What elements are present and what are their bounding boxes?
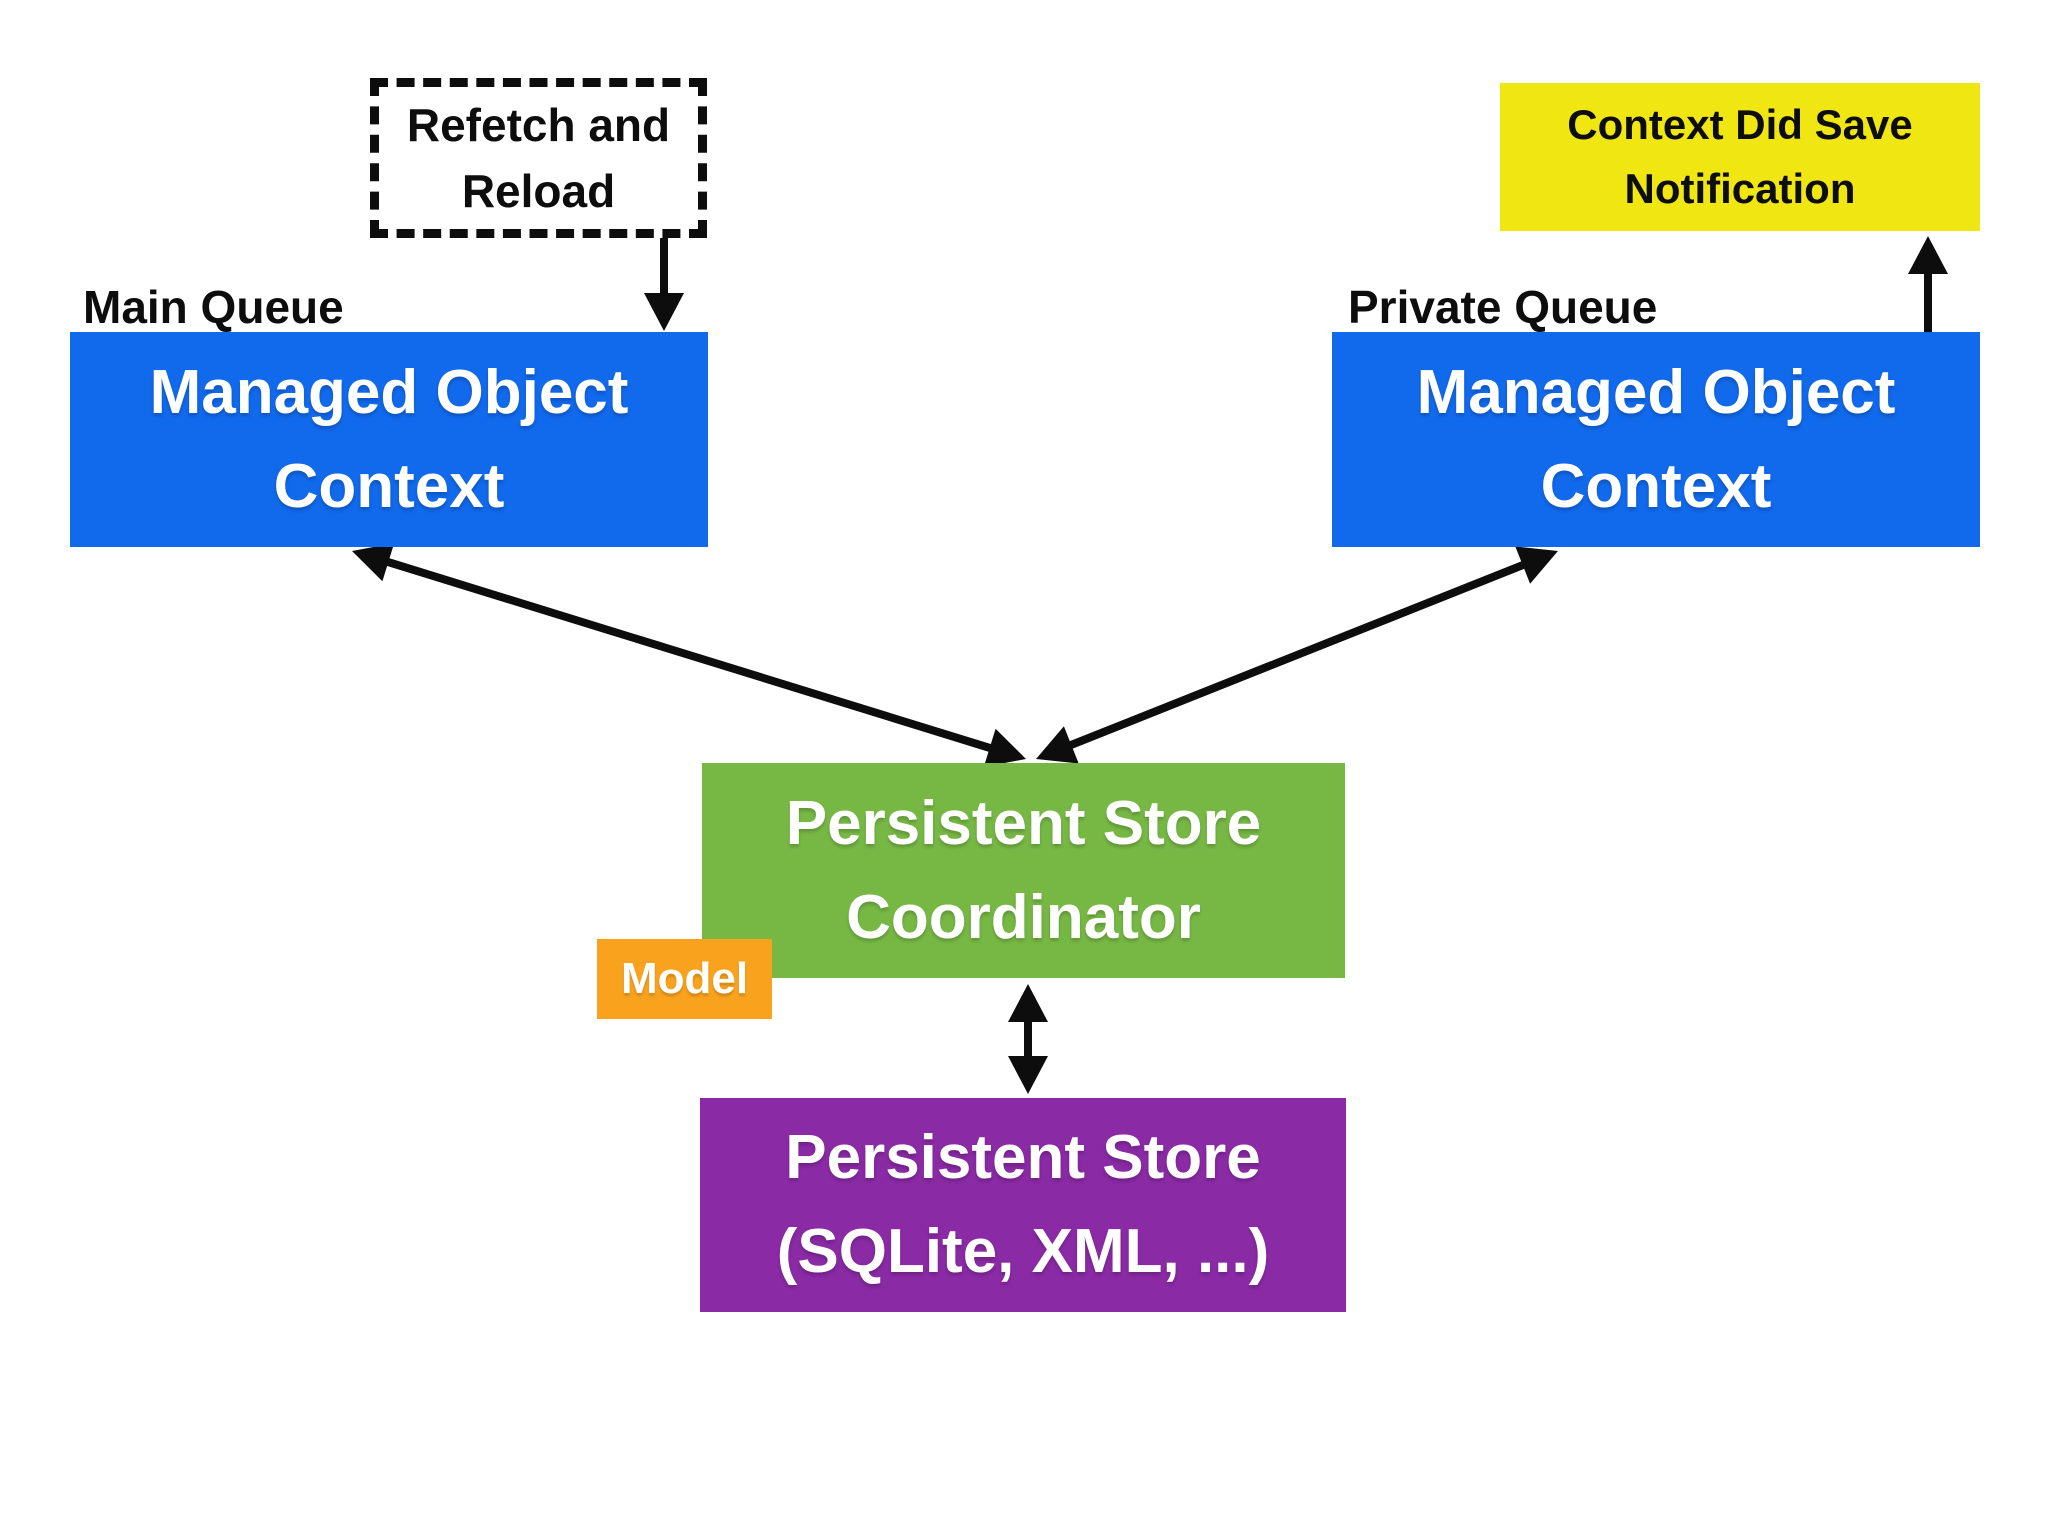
main-queue-label: Main Queue (83, 281, 344, 333)
refetch-reload-line1: Refetch and (406, 99, 671, 151)
moc-private-line2: Context (1540, 451, 1772, 521)
moc-main-line1: Managed Object (149, 357, 629, 427)
model-label: Model (620, 954, 749, 1003)
context-did-save-line2: Notification (1624, 165, 1856, 212)
managed-object-context-main-box: Managed Object Context (70, 332, 708, 547)
persistent-store-box: Persistent Store (SQLite, XML, ...) (700, 1098, 1346, 1312)
persistent-store-coordinator-box: Persistent Store Coordinator (702, 763, 1345, 978)
persistent-store-line1: Persistent Store (785, 1123, 1261, 1192)
private-queue-label: Private Queue (1348, 281, 1658, 333)
context-did-save-notification-box: Context Did Save Notification (1500, 83, 1980, 231)
psc-line1: Persistent Store (785, 788, 1262, 858)
arrow-refetch-to-main-moc (644, 238, 684, 331)
arrow-private-moc-psc (1036, 546, 1558, 764)
persistent-store-line2: (SQLite, XML, ...) (776, 1217, 1270, 1286)
arrow-psc-store (1008, 984, 1048, 1094)
refetch-reload-box: Refetch and Reload (370, 78, 707, 238)
arrow-main-moc-psc (352, 543, 1026, 767)
refetch-reload-line2: Reload (461, 165, 616, 217)
model-box: Model (597, 939, 772, 1019)
moc-private-line1: Managed Object (1416, 357, 1896, 427)
context-did-save-line1: Context Did Save (1567, 101, 1913, 148)
managed-object-context-private-box: Managed Object Context (1332, 332, 1980, 547)
psc-line2: Coordinator (846, 882, 1201, 952)
arrow-private-moc-to-notification (1908, 236, 1948, 332)
moc-main-line2: Context (273, 451, 505, 521)
